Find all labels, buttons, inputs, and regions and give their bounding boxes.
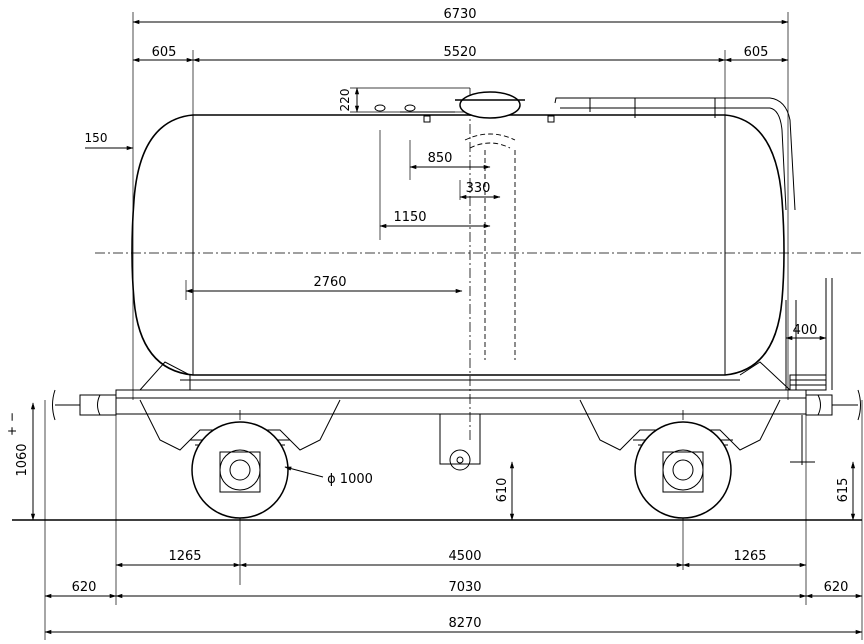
dim-overall-tank-length: 6730 (443, 7, 476, 22)
dim-step-height: 615 (836, 478, 851, 503)
dimension-lines (30, 19, 863, 635)
dim-dome-width: 850 (428, 151, 453, 166)
dim-overhang-right: 1265 (733, 549, 766, 564)
dim-shell-offset: 150 (85, 131, 108, 145)
dim-buffer-left: 620 (72, 580, 97, 595)
right-wheelset (634, 421, 732, 519)
dim-tank-end-left: 605 (152, 45, 177, 60)
left-wheelset (191, 421, 289, 519)
dim-frame-length: 7030 (448, 580, 481, 595)
dim-half-length: 2760 (313, 275, 346, 290)
dim-tank-end-right: 605 (744, 45, 769, 60)
underframe (52, 389, 861, 471)
dim-buffer-right: 620 (824, 580, 849, 595)
dim-outlet-offset: 1150 (393, 210, 426, 225)
dim-dome-height: 220 (338, 89, 352, 112)
dim-wheelbase: 4500 (448, 549, 481, 564)
tank-saddles (139, 361, 791, 391)
dim-length-over-buffers: 8270 (448, 616, 481, 631)
dim-buffer-tolerance: + − (5, 412, 19, 436)
dim-brake-height: 610 (495, 478, 510, 503)
dim-wheel-diameter: ϕ 1000 (327, 472, 373, 487)
tank-body (131, 91, 833, 391)
dim-tank-cylinder-length: 5520 (443, 45, 476, 60)
extension-lines (44, 12, 863, 640)
dim-overhang-left: 1265 (168, 549, 201, 564)
dim-ladder-width: 400 (793, 323, 818, 338)
dimension-labels: 6730 605 5520 605 220 150 850 330 1150 2… (5, 7, 851, 631)
dim-dome-offset: 330 (466, 181, 491, 196)
dim-buffer-height: 1060 (15, 443, 30, 476)
